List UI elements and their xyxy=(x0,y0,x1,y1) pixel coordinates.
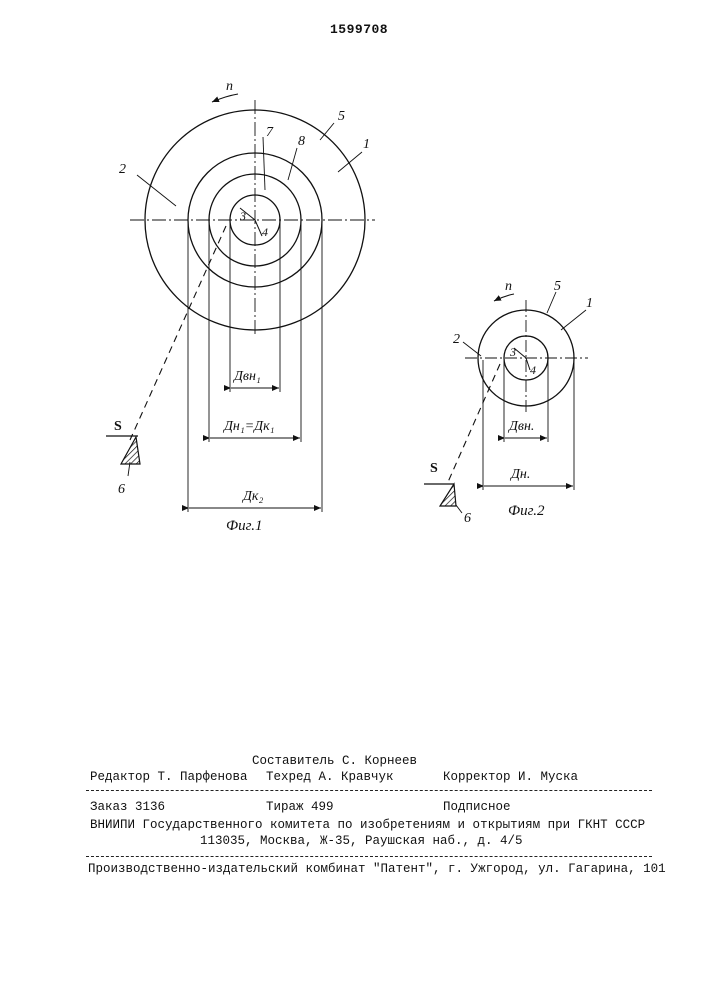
fig1-label-1: 1 xyxy=(363,137,370,152)
fig2-dim-outer: Дн. xyxy=(509,467,530,482)
fig2-caption: Фиг.2 xyxy=(508,503,545,519)
fig2-label-3: 3 xyxy=(509,345,516,359)
fig1-dim-inner: Двн₁ xyxy=(232,369,261,384)
imprint-compiler: Составитель С. Корнеев xyxy=(252,754,417,768)
fig1-label-6: 6 xyxy=(118,482,125,497)
imprint-subscription: Подписное xyxy=(443,800,511,814)
fig2-label-4: 4 xyxy=(530,363,536,377)
figure-1 xyxy=(106,94,375,512)
fig2-label-2: 2 xyxy=(453,332,460,347)
fig2-cutting-tool xyxy=(440,484,456,506)
fig2-label-5: 5 xyxy=(554,279,561,294)
imprint-divider-bottom xyxy=(86,856,652,857)
figure-2 xyxy=(424,292,588,513)
imprint-publisher: Производственно-издательский комбинат "П… xyxy=(88,862,666,876)
fig2-feed-label: S xyxy=(430,461,438,476)
fig1-feed-label: S xyxy=(114,419,122,434)
fig1-tool-path xyxy=(130,226,226,440)
fig2-rotation-label: n xyxy=(505,279,512,294)
imprint-circulation: Тираж 499 xyxy=(266,800,334,814)
fig1-cutting-tool xyxy=(121,437,140,464)
fig1-label-8: 8 xyxy=(298,134,305,149)
imprint-corrector: Корректор И. Муска xyxy=(443,770,578,784)
imprint-order: Заказ 3136 xyxy=(90,800,165,814)
fig1-label-7: 7 xyxy=(266,125,274,140)
imprint-editor: Редактор Т. Парфенова xyxy=(90,770,248,784)
fig2-dim-inner: Двн. xyxy=(507,419,534,434)
imprint-tech-editor: Техред А. Кравчук xyxy=(266,770,394,784)
fig2-label-1: 1 xyxy=(586,296,593,311)
imprint-institute-line2: 113035, Москва, Ж-35, Раушская наб., д. … xyxy=(200,834,523,848)
fig2-label-6: 6 xyxy=(464,511,471,526)
fig1-label-3: 3 xyxy=(239,209,246,223)
fig1-caption: Фиг.1 xyxy=(226,518,262,534)
imprint-institute-line1: ВНИИПИ Государственного комитета по изоб… xyxy=(90,818,645,832)
fig1-label-4: 4 xyxy=(262,225,268,239)
fig1-dim-outer: Дк₂ xyxy=(241,489,263,504)
fig1-label-5: 5 xyxy=(338,109,345,124)
fig1-rotation-label: n xyxy=(226,79,233,94)
fig1-dim-middle: Дн₁=Дк₁ xyxy=(222,419,275,434)
imprint-divider-top xyxy=(86,790,652,791)
fig2-tool-path xyxy=(448,364,500,482)
fig1-label-2: 2 xyxy=(119,162,126,177)
